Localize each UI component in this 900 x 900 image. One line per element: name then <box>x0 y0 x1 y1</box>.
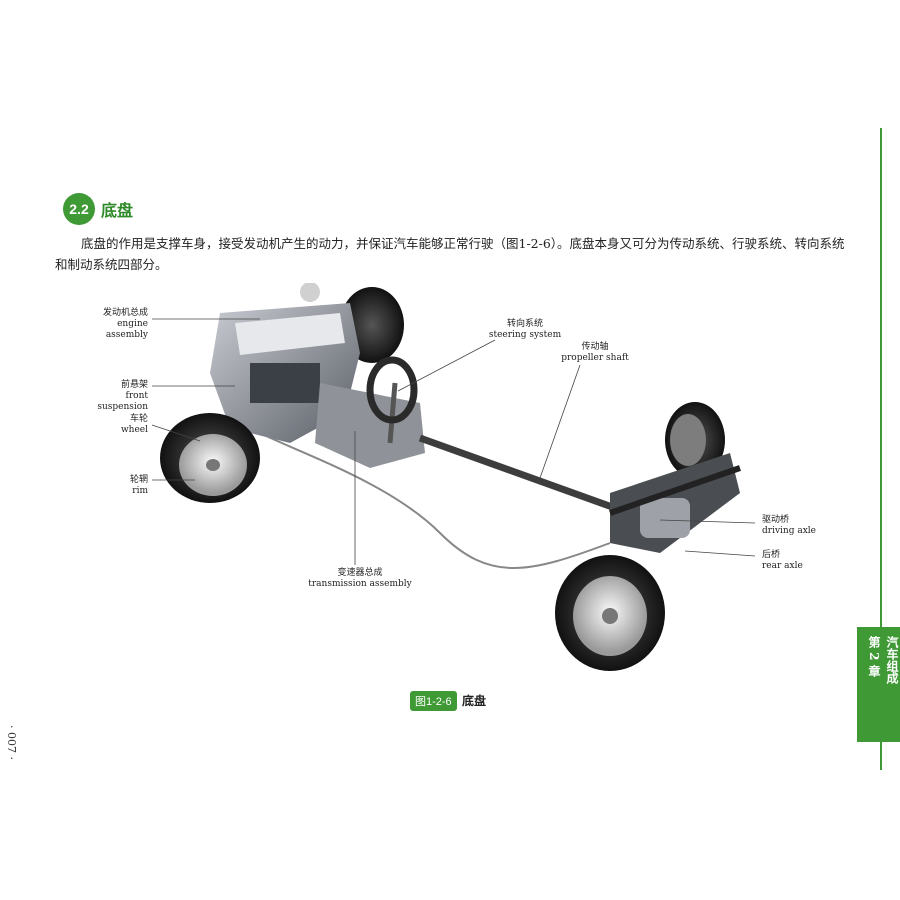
brake-line <box>259 432 611 569</box>
label-shaft-cn: 传动轴 <box>581 342 609 352</box>
label-front-suspension-cn: 前悬架 <box>120 380 148 390</box>
label-front-suspension: 前悬架 front suspension <box>80 380 148 413</box>
label-rear-axle: 后桥 rear axle <box>762 550 832 572</box>
label-wheel-en: wheel <box>120 425 148 435</box>
label-transmission: 变速器总成 transmission assembly <box>305 568 415 590</box>
transmission <box>315 383 425 468</box>
section-title: 底盘 <box>101 203 134 220</box>
label-engine: 发动机总成 engine assembly <box>80 308 148 341</box>
chapter-title: 汽车组成 <box>885 636 899 684</box>
label-rim-cn: 轮辋 <box>129 475 148 485</box>
chapter-number: 第 2 章 <box>867 636 881 677</box>
label-rear-axle-cn: 后桥 <box>762 550 781 560</box>
chassis-illustration <box>151 283 756 671</box>
label-wheel: 车轮 wheel <box>80 414 148 436</box>
label-driving-axle-en: driving axle <box>762 526 816 536</box>
label-steering-cn: 转向系统 <box>506 319 543 329</box>
label-engine-en: engine assembly <box>105 319 148 340</box>
side-rule <box>880 128 882 770</box>
rear-right-wheel <box>555 555 665 671</box>
label-wheel-cn: 车轮 <box>129 414 148 424</box>
label-driving-axle: 驱动桥 driving axle <box>762 515 832 537</box>
section-number-badge: 2.2 <box>63 193 95 225</box>
steering-wheel <box>366 356 418 424</box>
label-front-suspension-en: front suspension <box>97 391 148 412</box>
label-engine-cn: 发动机总成 <box>102 308 148 318</box>
label-steering-en: steering system <box>488 330 562 340</box>
figure-number-badge: 图1-2-6 <box>410 691 457 711</box>
label-rim-en: rim <box>132 486 148 496</box>
label-transmission-en: transmission assembly <box>308 579 412 589</box>
label-driving-axle-cn: 驱动桥 <box>762 515 790 525</box>
rear-axle-assembly <box>609 453 741 553</box>
page-number: · 007 · <box>5 725 18 760</box>
label-shaft-en: propeller shaft <box>561 353 629 363</box>
section-paragraph: 底盘的作用是支撑车身，接受发动机产生的动力，并保证汽车能够正常行驶（图1-2-6… <box>55 236 845 272</box>
chapter-side-tab <box>857 627 900 742</box>
label-steering: 转向系统 steering system <box>475 319 575 341</box>
front-left-wheel <box>160 413 260 503</box>
label-rim: 轮辋 rim <box>80 475 148 497</box>
steering-column <box>387 382 398 444</box>
figure-caption: 底盘 <box>462 694 487 708</box>
label-rear-axle-en: rear axle <box>762 561 803 571</box>
label-propeller-shaft: 传动轴 propeller shaft <box>545 342 645 364</box>
label-transmission-cn: 变速器总成 <box>337 568 383 578</box>
propeller-shaft-drawing <box>418 434 617 512</box>
